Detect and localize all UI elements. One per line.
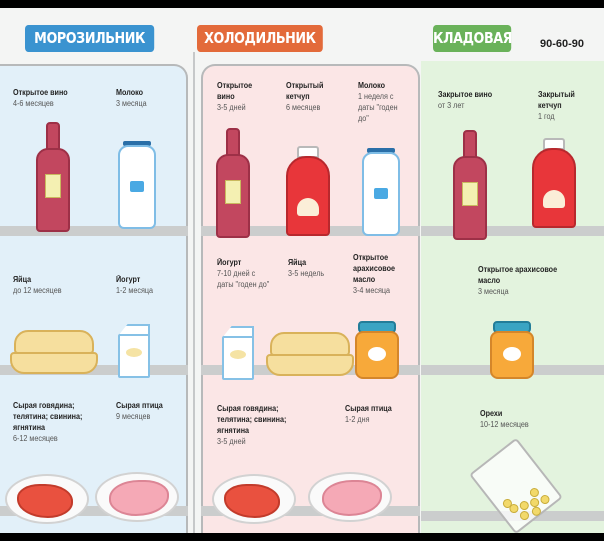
- pantry-item-ketchup: Закрытый кетчуп 1 год: [538, 90, 575, 121]
- peanut-butter-jar-icon: [490, 321, 534, 379]
- ketchup-bottle-icon: [532, 138, 576, 228]
- wine-bottle-icon: [453, 130, 487, 240]
- column-divider: [193, 52, 195, 533]
- shelf: [0, 226, 188, 236]
- wine-bottle-icon: [216, 128, 250, 238]
- shelf: [0, 365, 188, 375]
- poultry-plate-icon: [95, 472, 179, 522]
- wine-bottle-icon: [36, 122, 70, 232]
- fridge-item-poultry: Сырая птица 1-2 дня: [345, 404, 392, 424]
- fridge-item-meat: Сырая говядина; телятина; свинина; ягнят…: [217, 404, 287, 446]
- freezer-header: МОРОЗИЛЬНИК: [25, 25, 155, 52]
- freezer-item-meat: Сырая говядина; телятина; свинина; ягнят…: [13, 401, 83, 443]
- freezer-item-eggs: Яйца до 12 месяцев: [13, 275, 62, 295]
- milk-bottle-icon: [118, 141, 156, 229]
- fridge-item-milk: Молоко 1 неделя с даты "годен до": [358, 81, 398, 123]
- poultry-plate-icon: [308, 472, 392, 522]
- freezer-panel: [0, 64, 188, 533]
- yogurt-carton-icon: [118, 324, 150, 378]
- fridge-item-ketchup: Открытый кетчуп 6 месяцев: [286, 81, 324, 112]
- ketchup-bottle-icon: [286, 146, 330, 236]
- shelf: [201, 506, 420, 516]
- pantry-header: КЛАДОВАЯ: [433, 25, 513, 52]
- fridge-item-yogurt: Йогурт 7-10 дней с даты "годен до": [217, 258, 270, 289]
- pantry-item-peanut-butter: Открытое арахисовое масло 3 месяца: [478, 265, 558, 296]
- pantry-item-nuts: Орехи 10-12 месяцев: [480, 409, 529, 429]
- shelf: [421, 226, 604, 236]
- freezer-item-poultry: Сырая птица 9 месяцев: [116, 401, 163, 421]
- freezer-item-milk: Молоко 3 месяца: [116, 88, 147, 108]
- steak-plate-icon: [212, 474, 296, 524]
- fridge-header: ХОЛОДИЛЬНИК: [197, 25, 323, 52]
- shelf: [0, 506, 188, 516]
- fridge-item-peanut-butter: Открытое арахисовое масло 3-4 месяца: [353, 253, 395, 295]
- yogurt-carton-icon: [222, 326, 254, 380]
- infographic: МОРОЗИЛЬНИК ХОЛОДИЛЬНИК КЛАДОВАЯ 90-60-9…: [0, 8, 604, 533]
- egg-carton-icon: [10, 330, 98, 374]
- pantry-item-wine: Закрытое вино от 3 лет: [438, 90, 493, 110]
- brand-logo: 90-60-90: [540, 38, 585, 50]
- fridge-item-eggs: Яйца 3-5 недель: [288, 258, 325, 278]
- milk-bottle-icon: [362, 148, 400, 236]
- egg-carton-icon: [266, 332, 354, 376]
- freezer-item-wine: Открытое вино 4-6 месяцев: [13, 88, 68, 108]
- fridge-item-wine: Открытое вино 3-5 дней: [217, 81, 253, 112]
- freezer-item-yogurt: Йогурт 1-2 месяца: [116, 275, 153, 295]
- steak-plate-icon: [5, 474, 89, 524]
- peanut-butter-jar-icon: [355, 321, 399, 379]
